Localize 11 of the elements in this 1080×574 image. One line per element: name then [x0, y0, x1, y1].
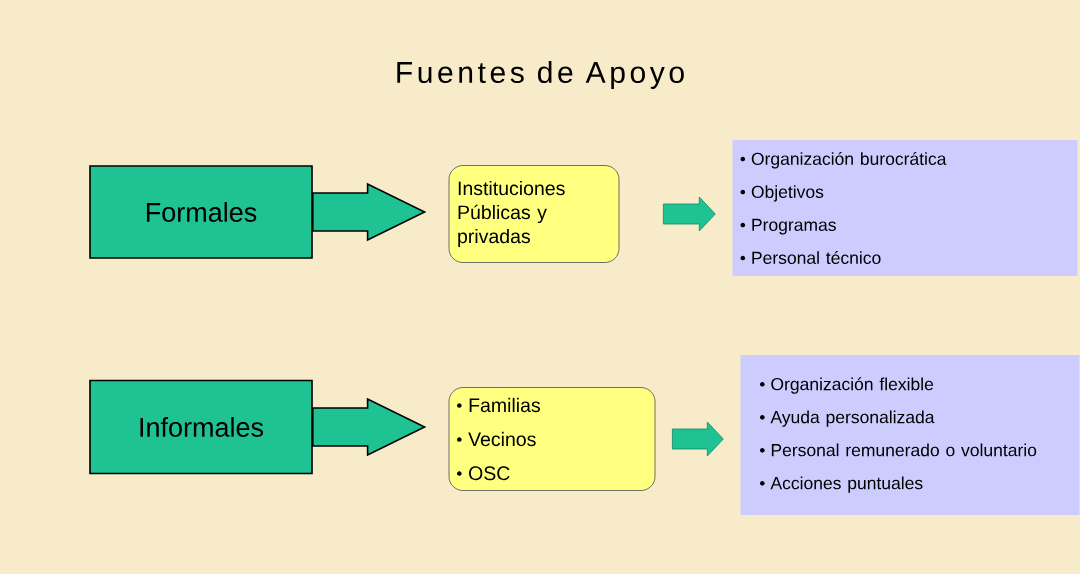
title: Fuentes de Apoyo [397, 61, 684, 89]
list-panel: Organización flexible Ayuda personalizada Personal remunerado o voluntario Acciones puntuales [740, 355, 1080, 515]
category-box: Formales [89, 165, 313, 259]
rounded-box: Familias Vecinos OSC [448, 387, 656, 491]
category-box: Informales [89, 379, 313, 475]
block-arrow [312, 397, 427, 457]
block-arrow [312, 182, 427, 242]
list-panel: Organización burocrática Objetivos Programas Personal técnico [732, 140, 1078, 276]
block-arrow [663, 196, 716, 232]
rounded-box: Instituciones Públicas y privadas [448, 165, 620, 263]
block-arrow [672, 421, 724, 457]
